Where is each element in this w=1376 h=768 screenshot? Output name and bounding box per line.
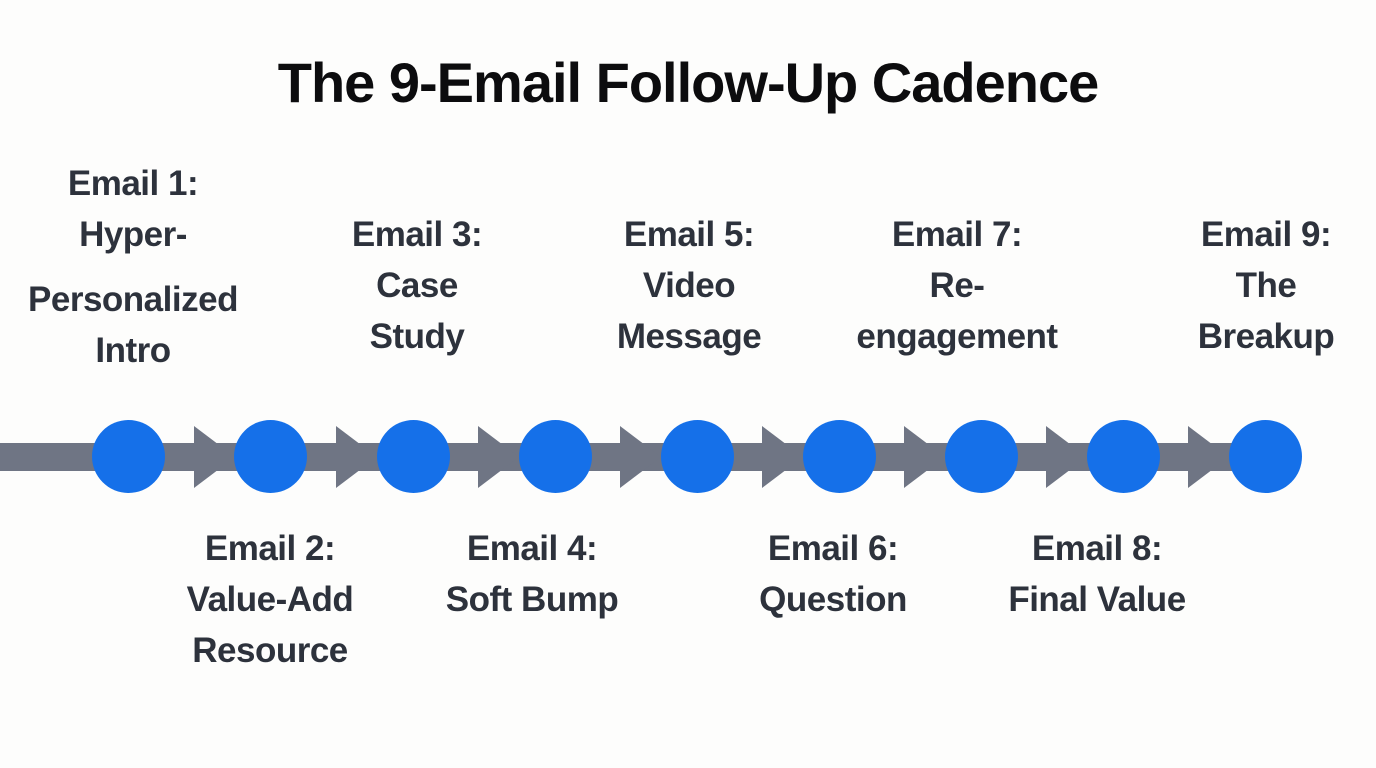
arrow-head-icon [478, 426, 519, 488]
email-label-7: Email 7: Re-engagement [807, 209, 1107, 362]
arrow-head-icon [1046, 426, 1087, 488]
email-node-3 [376, 420, 450, 493]
email-label-line: Case [376, 266, 458, 305]
email-label-line: Soft Bump [445, 580, 619, 619]
email-label-line: Email 9: [1200, 215, 1332, 254]
email-node-4 [518, 420, 592, 493]
email-label-line: Video [642, 266, 736, 305]
email-node-5 [660, 420, 734, 493]
email-label-line: Email 4: [466, 529, 598, 568]
email-label-line: Email 1: [67, 164, 199, 203]
email-label-8: Email 8: Final Value [947, 523, 1247, 625]
email-label-4: Email 4: Soft Bump [382, 523, 682, 625]
email-label-line: Question [759, 580, 907, 619]
email-label-line: Email 5: [623, 215, 755, 254]
email-label-line: Email 6: [767, 529, 899, 568]
email-label-line: Value-Add [186, 580, 354, 619]
arrow-head-icon [904, 426, 945, 488]
email-node-2 [234, 420, 307, 493]
email-node-7 [944, 420, 1018, 493]
arrow-head-icon [762, 426, 803, 488]
diagram-title: The 9-Email Follow-Up Cadence [277, 51, 1099, 114]
email-label-line: Personalized [28, 280, 238, 319]
arrow-head-icon [620, 426, 661, 488]
email-label-line: Breakup [1197, 317, 1335, 356]
email-node-9 [1228, 420, 1302, 493]
email-label-line: engagement [856, 317, 1058, 356]
email-label-line: Email 2: [204, 529, 336, 568]
email-label-line: Intro [95, 331, 171, 370]
email-node-1 [92, 420, 165, 493]
email-label-line: Email 3: [351, 215, 483, 254]
arrow-head-icon [1188, 426, 1229, 488]
email-label-line: Study [369, 317, 465, 356]
email-label-line: Email 8: [1031, 529, 1163, 568]
email-node-8 [1086, 420, 1160, 493]
arrow-head-icon [193, 426, 235, 488]
email-label-line: Hyper- [79, 215, 187, 254]
email-label-6: Email 6: Question [683, 523, 983, 625]
email-label-line: The [1235, 266, 1297, 305]
email-label-line: Resource [192, 631, 348, 670]
email-label-line: Final Value [1008, 580, 1186, 619]
email-label-line: Message [616, 317, 762, 356]
email-label-line: Email 7: [891, 215, 1023, 254]
email-node-6 [802, 420, 876, 493]
email-label-line: Re- [929, 266, 985, 305]
arrow-head-icon [336, 426, 377, 488]
